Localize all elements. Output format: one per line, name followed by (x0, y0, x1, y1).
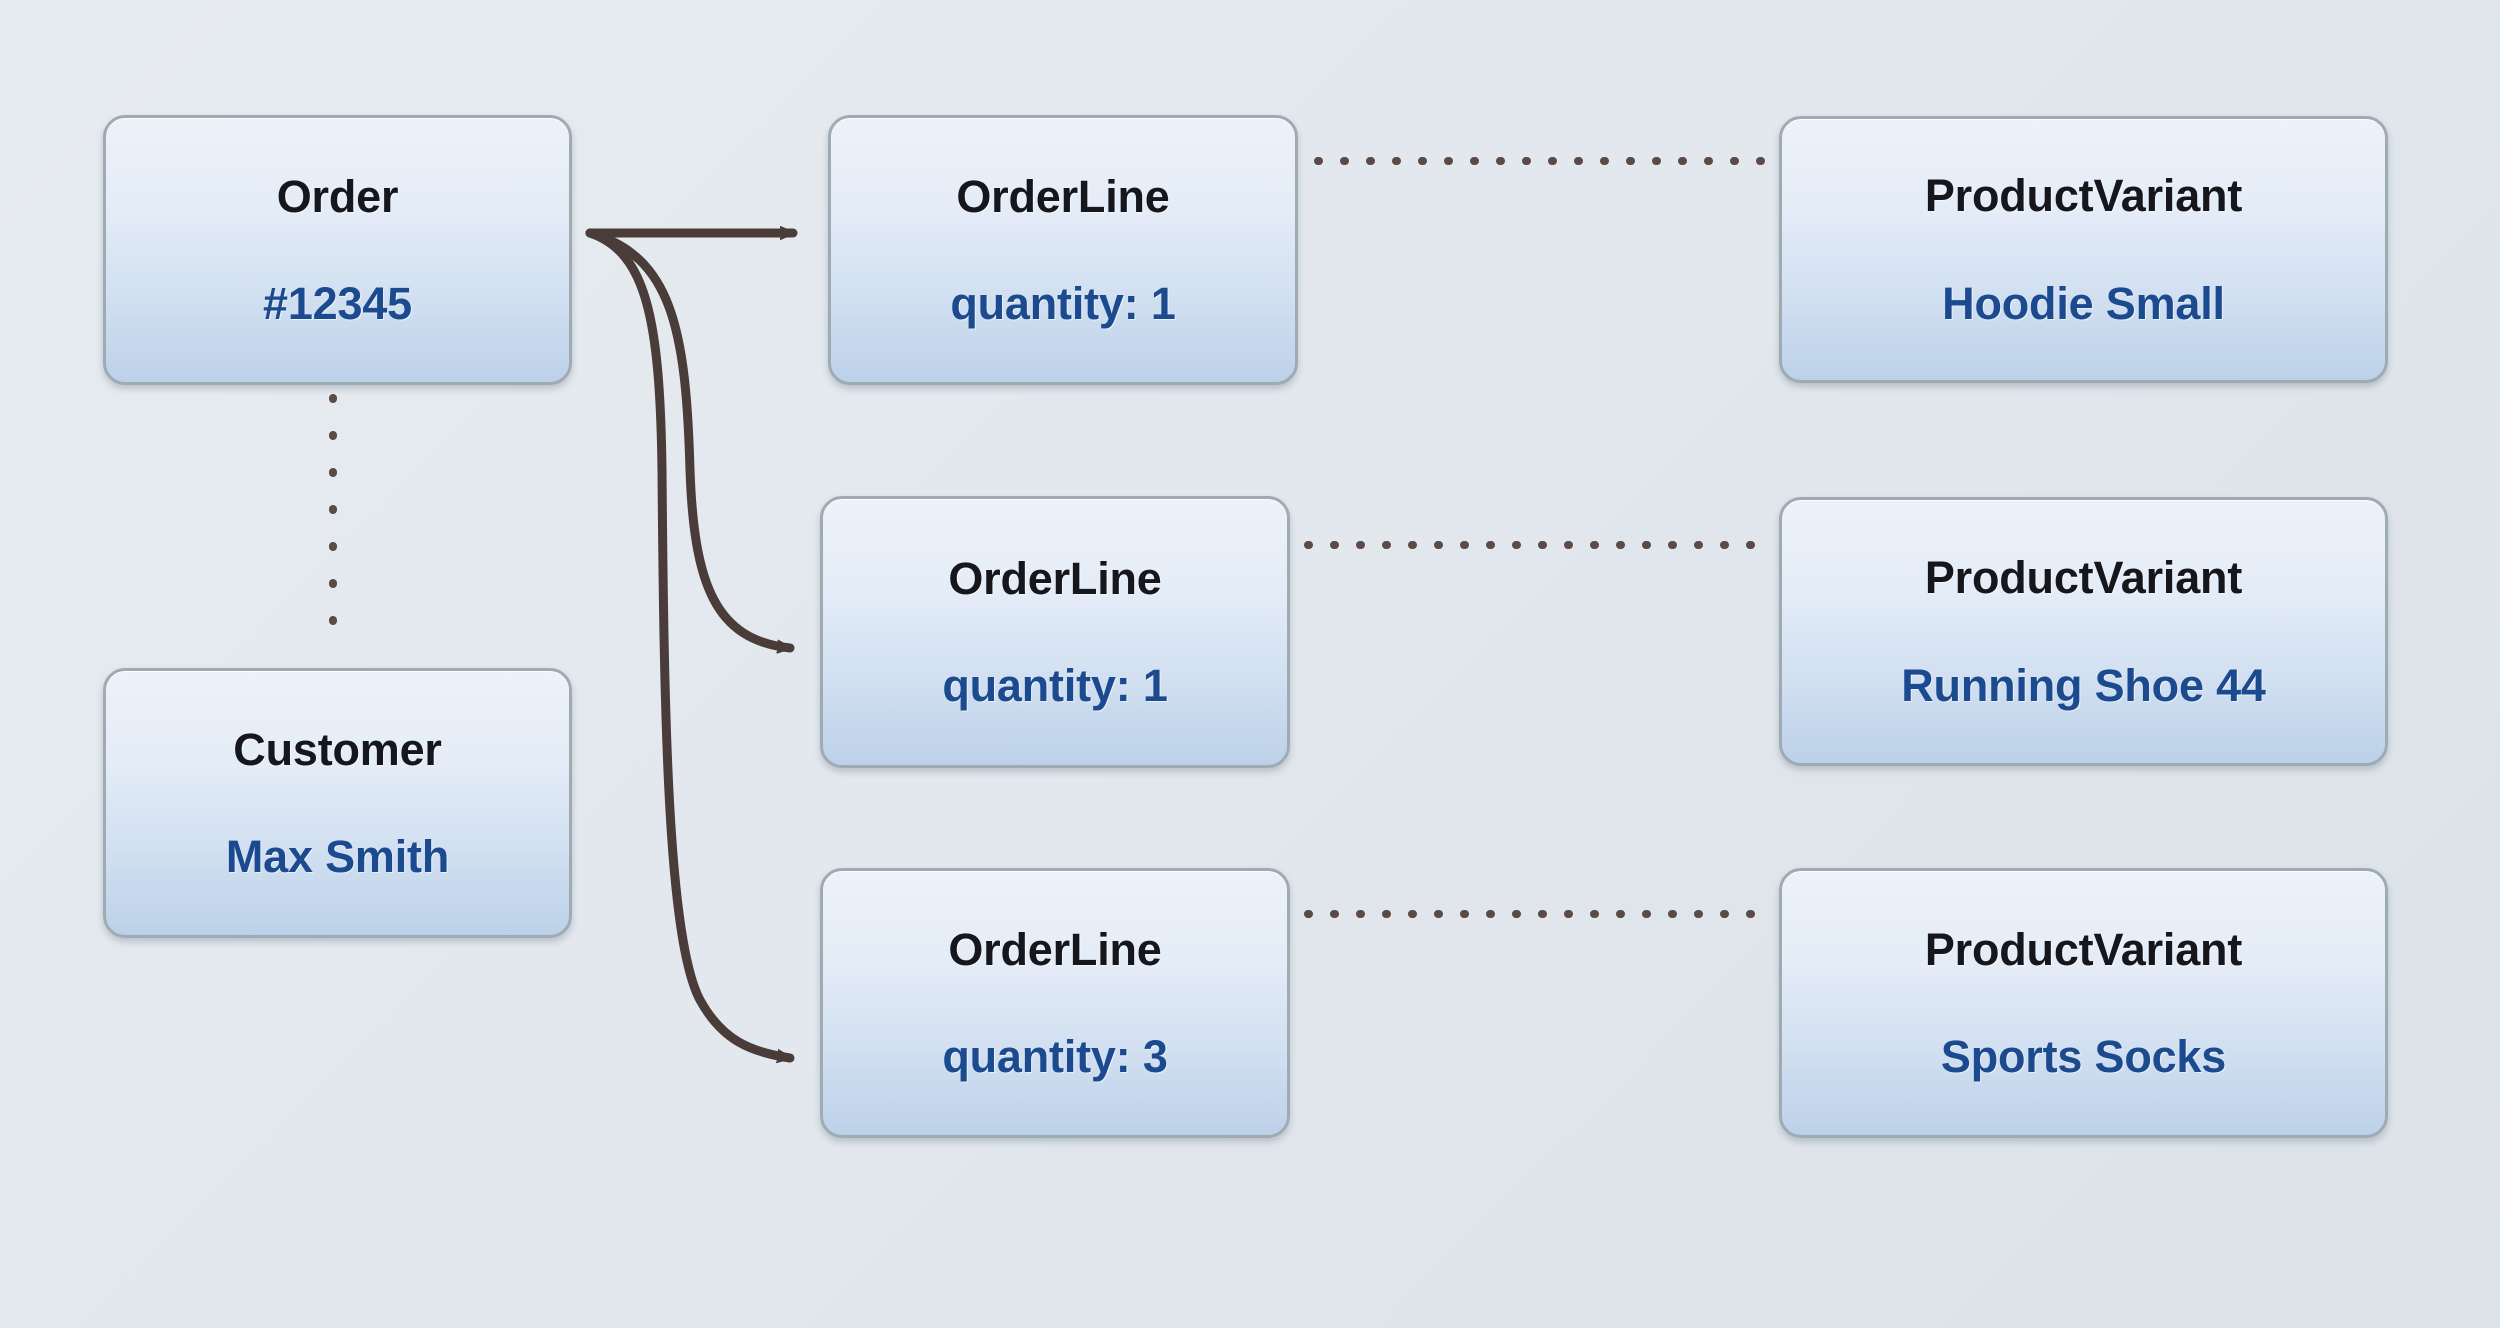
node-orderline-1-title: OrderLine (956, 170, 1170, 222)
node-order-title: Order (276, 170, 399, 222)
node-orderline-2[interactable]: OrderLine quantity: 1 (820, 496, 1290, 768)
node-productvariant-3-value: Sports Socks (1940, 1031, 2227, 1082)
edge-order-orderline2 (585, 228, 795, 648)
node-orderline-2-value: quantity: 1 (942, 660, 1168, 711)
edge-order-orderline3 (585, 228, 795, 1058)
node-productvariant-2-title: ProductVariant (1924, 552, 2243, 604)
node-customer[interactable]: Customer Max Smith (103, 668, 572, 938)
node-productvariant-1-title: ProductVariant (1924, 170, 2243, 222)
node-orderline-3[interactable]: OrderLine quantity: 3 (820, 868, 1290, 1138)
node-orderline-2-title: OrderLine (948, 552, 1162, 604)
node-order-value: #12345 (263, 278, 412, 329)
node-productvariant-3-title: ProductVariant (1924, 923, 2243, 975)
node-customer-title: Customer (233, 723, 442, 775)
node-productvariant-2-value: Running Shoe 44 (1901, 659, 2266, 711)
node-orderline-3-title: OrderLine (948, 923, 1162, 975)
node-productvariant-2[interactable]: ProductVariant Running Shoe 44 (1779, 497, 2388, 766)
node-order[interactable]: Order #12345 (103, 115, 572, 385)
node-productvariant-1-value: Hoodie Small (1942, 277, 2225, 329)
node-productvariant-3[interactable]: ProductVariant Sports Socks (1779, 868, 2388, 1138)
node-customer-value: Max Smith (225, 831, 450, 882)
node-orderline-3-value: quantity: 3 (942, 1031, 1168, 1082)
node-productvariant-1[interactable]: ProductVariant Hoodie Small (1779, 116, 2388, 383)
node-orderline-1-value: quantity: 1 (950, 278, 1176, 329)
node-orderline-1[interactable]: OrderLine quantity: 1 (828, 115, 1298, 385)
